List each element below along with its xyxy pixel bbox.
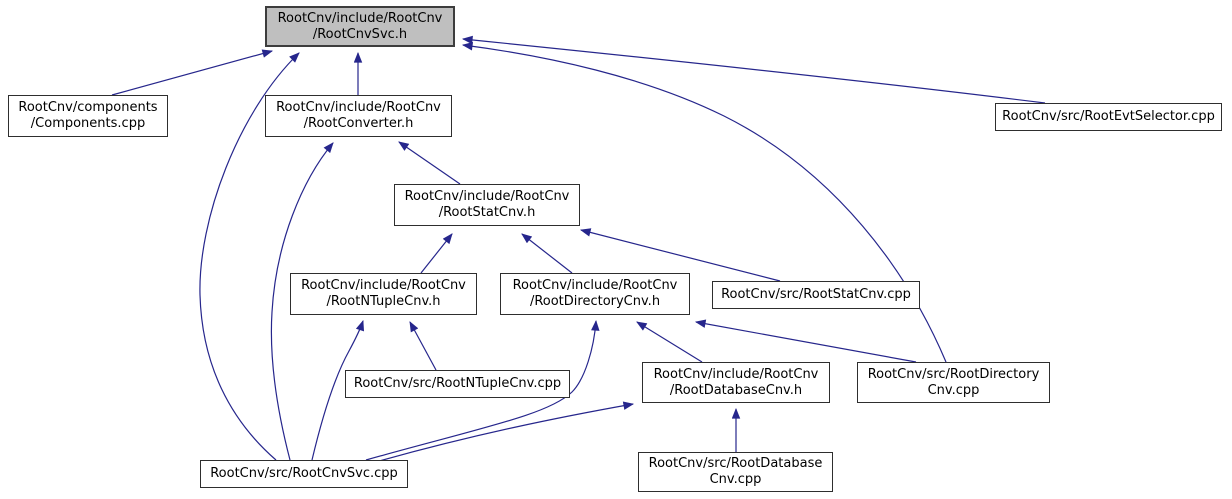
graph-node-components_cpp[interactable]: RootCnv/components/Components.cpp bbox=[8, 95, 168, 137]
graph-node-label: /RootCnvSvc.h bbox=[312, 26, 408, 42]
graph-node-label: /RootStatCnv.h bbox=[438, 205, 536, 220]
graph-node-label: RootCnv/include/RootCnv bbox=[277, 10, 443, 26]
graph-node-label: RootCnv/src/RootCnvSvc.cpp bbox=[210, 466, 398, 481]
include-edge-components_cpp-to-cnvsvc_h bbox=[111, 49, 274, 96]
graph-node-label: RootCnv/include/RootCnv bbox=[276, 100, 441, 115]
graph-node-ntuplecnv_h[interactable]: RootCnv/include/RootCnv/RootNTupleCnv.h bbox=[290, 273, 477, 315]
graph-node-cnvsvc_h[interactable]: RootCnv/include/RootCnv/RootCnvSvc.h bbox=[265, 6, 455, 47]
graph-node-label: Cnv.cpp bbox=[927, 382, 980, 398]
graph-node-label: /RootConverter.h bbox=[303, 116, 414, 131]
graph-node-converter_h[interactable]: RootCnv/include/RootCnv/RootConverter.h bbox=[265, 95, 452, 137]
graph-node-label: RootCnv/components bbox=[18, 100, 158, 115]
graph-node-directorycnv_h[interactable]: RootCnv/include/RootCnv/RootDirectoryCnv… bbox=[500, 273, 690, 315]
graph-node-label: RootCnv/src/RootEvtSelector.cpp bbox=[1002, 109, 1215, 124]
include-edge-directorycnv_cpp-to-directorycnv_h bbox=[694, 319, 917, 363]
graph-node-statcnv_h[interactable]: RootCnv/include/RootCnv/RootStatCnv.h bbox=[394, 184, 580, 226]
graph-node-ntuplecnv_cpp[interactable]: RootCnv/src/RootNTupleCnv.cpp bbox=[345, 370, 570, 398]
graph-node-label: RootCnv/include/RootCnv bbox=[301, 278, 466, 293]
graph-node-label: RootCnv/src/RootStatCnv.cpp bbox=[721, 287, 911, 302]
graph-node-label: /Components.cpp bbox=[30, 116, 146, 131]
include-edge-directorycnv_h-to-statcnv_h bbox=[521, 233, 573, 274]
graph-node-statcnv_cpp[interactable]: RootCnv/src/RootStatCnv.cpp bbox=[712, 281, 920, 309]
include-edge-statcnv_h-to-converter_h bbox=[398, 141, 461, 185]
include-edge-evtselector_cpp-to-cnvsvc_h bbox=[461, 35, 1046, 104]
graph-node-databasecnv_h[interactable]: RootCnv/include/RootCnv/RootDatabaseCnv.… bbox=[642, 362, 830, 403]
include-edge-cnvsvc_cpp-to-databasecnv_h bbox=[371, 401, 635, 464]
include-edge-databasecnv_h-to-directorycnv_h bbox=[636, 321, 703, 363]
graph-node-evtselector_cpp[interactable]: RootCnv/src/RootEvtSelector.cpp bbox=[995, 103, 1222, 131]
include-edge-ntuplecnv_cpp-to-ntuplecnv_h bbox=[409, 321, 437, 371]
graph-node-label: RootCnv/include/RootCnv bbox=[653, 366, 819, 382]
include-edge-ntuplecnv_h-to-statcnv_h bbox=[420, 233, 453, 274]
graph-node-label: RootCnv/src/RootDatabase bbox=[648, 456, 823, 471]
graph-node-cnvsvc_cpp[interactable]: RootCnv/src/RootCnvSvc.cpp bbox=[200, 460, 408, 488]
graph-node-label: RootCnv/include/RootCnv bbox=[404, 189, 570, 204]
graph-node-label: RootCnv/src/RootDirectory bbox=[867, 366, 1040, 382]
graph-node-label: /RootDirectoryCnv.h bbox=[529, 294, 661, 309]
graph-node-label: /RootNTupleCnv.h bbox=[326, 294, 441, 309]
graph-node-label: Cnv.cpp bbox=[709, 472, 762, 487]
graph-node-label: /RootDatabaseCnv.h bbox=[669, 382, 803, 398]
graph-node-label: RootCnv/src/RootNTupleCnv.cpp bbox=[353, 376, 562, 391]
graph-node-label: RootCnv/include/RootCnv bbox=[512, 278, 678, 293]
